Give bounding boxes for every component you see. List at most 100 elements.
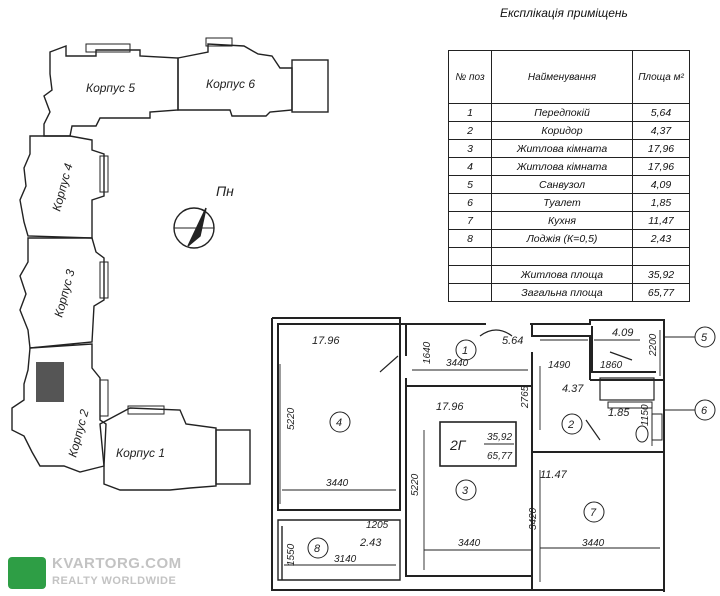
area-room-2: 4.37 bbox=[562, 383, 584, 395]
watermark-line2: REALTY WORLDWIDE bbox=[52, 575, 177, 587]
row-area: 2,43 bbox=[632, 229, 690, 248]
row-area: 5,64 bbox=[632, 103, 690, 122]
room-number-5: 5 bbox=[701, 332, 708, 344]
dim-1860: 1860 bbox=[600, 360, 623, 371]
row-name: Санвузол bbox=[491, 175, 633, 194]
label-korpus-4: Корпус 4 bbox=[49, 161, 75, 212]
row-num: 3 bbox=[448, 139, 492, 158]
building-korpus-3 bbox=[19, 237, 105, 349]
dim-3140: 3140 bbox=[334, 554, 357, 565]
row-area: 11,47 bbox=[632, 211, 690, 230]
watermark-logo: KVARTORG.COM REALTY WORLDWIDE bbox=[8, 553, 188, 593]
row-name: Житлова кімната bbox=[491, 139, 633, 158]
balcony-marks bbox=[85, 37, 233, 417]
room-number-1: 1 bbox=[462, 345, 468, 357]
total-area-label: Загальна площа bbox=[491, 283, 633, 302]
type-living-area: 35,92 bbox=[487, 432, 512, 443]
label-korpus-1: Корпус 1 bbox=[116, 446, 165, 460]
row-name: Передпокій bbox=[491, 103, 633, 122]
table-row-empty bbox=[448, 247, 690, 266]
watermark-line1: KVARTORG.COM bbox=[52, 555, 182, 572]
room-4 bbox=[277, 323, 401, 511]
house-icon bbox=[8, 557, 46, 589]
row-area: 17,96 bbox=[632, 139, 690, 158]
row-name: Кухня bbox=[491, 211, 633, 230]
label-korpus-6: Корпус 6 bbox=[206, 77, 255, 91]
dim-1150: 1150 bbox=[640, 404, 651, 426]
dim-5220-left: 5220 bbox=[286, 407, 297, 430]
building-korpus-6 bbox=[177, 43, 293, 117]
total-area-value: 65,77 bbox=[632, 283, 690, 302]
room-number-7: 7 bbox=[590, 507, 597, 519]
room-number-8: 8 bbox=[314, 543, 321, 555]
label-korpus-3: Корпус 3 bbox=[51, 267, 77, 318]
dim-2200: 2200 bbox=[648, 333, 659, 357]
row-num: 8 bbox=[448, 229, 492, 248]
area-room-5: 4.09 bbox=[612, 327, 633, 339]
north-compass-icon bbox=[173, 207, 215, 249]
row-area: 4,09 bbox=[632, 175, 690, 194]
loggia bbox=[277, 519, 401, 581]
apartment-type-box bbox=[439, 421, 517, 467]
highlighted-section bbox=[36, 362, 64, 402]
building-korpus-1 bbox=[99, 407, 217, 491]
area-room-6: 1.85 bbox=[608, 407, 630, 419]
dim-3420: 3420 bbox=[528, 507, 539, 530]
living-area-value: 35,92 bbox=[632, 265, 690, 284]
bathtub-icon bbox=[599, 377, 655, 401]
row-area: 17,96 bbox=[632, 157, 690, 176]
explication-title: Експлікація приміщень bbox=[500, 6, 628, 20]
type-total-area: 65,77 bbox=[487, 451, 512, 462]
row-name: Коридор bbox=[491, 121, 633, 140]
room-number-2: 2 bbox=[567, 419, 574, 431]
row-num: 7 bbox=[448, 211, 492, 230]
building-korpus-4 bbox=[19, 135, 105, 239]
dim-3440-room7: 3440 bbox=[582, 538, 605, 549]
dim-1550: 1550 bbox=[286, 543, 297, 566]
building-annex-1 bbox=[215, 429, 251, 485]
dim-1205: 1205 bbox=[366, 520, 389, 531]
room-number-4: 4 bbox=[336, 417, 342, 429]
label-korpus-2: Корпус 2 bbox=[65, 407, 91, 458]
floor-plan bbox=[271, 317, 716, 592]
building-annex-6 bbox=[291, 59, 329, 113]
building-korpus-2 bbox=[11, 343, 107, 473]
room-3 bbox=[405, 385, 533, 577]
row-num: 6 bbox=[448, 193, 492, 212]
row-num: 1 bbox=[448, 103, 492, 122]
dim-1640: 1640 bbox=[422, 341, 433, 364]
dim-1490: 1490 bbox=[548, 360, 571, 371]
row-name: Лоджія (К=0,5) bbox=[491, 229, 633, 248]
dim-3440-room4: 3440 bbox=[326, 478, 349, 489]
dim-5220-mid: 5220 bbox=[410, 473, 421, 496]
row-area: 1,85 bbox=[632, 193, 690, 212]
room-number-6: 6 bbox=[701, 405, 708, 417]
header-name: Найменування bbox=[491, 50, 633, 104]
row-name: Житлова кімната bbox=[491, 157, 633, 176]
dim-2765: 2765 bbox=[520, 385, 531, 409]
apartment-type: 2Г bbox=[449, 437, 467, 453]
living-area-label: Житлова площа bbox=[491, 265, 633, 284]
header-area: Площа м² bbox=[632, 50, 690, 104]
area-room-8: 2.43 bbox=[359, 537, 382, 549]
area-room-4: 17.96 bbox=[312, 335, 340, 347]
label-korpus-5: Корпус 5 bbox=[86, 81, 135, 95]
building-korpus-5 bbox=[43, 44, 179, 137]
toilet-icon bbox=[635, 425, 649, 443]
row-num: 4 bbox=[448, 157, 492, 176]
row-num: 5 bbox=[448, 175, 492, 194]
area-room-7: 11.47 bbox=[540, 469, 568, 481]
row-area: 4,37 bbox=[632, 121, 690, 140]
area-room-1: 5.64 bbox=[502, 335, 523, 347]
